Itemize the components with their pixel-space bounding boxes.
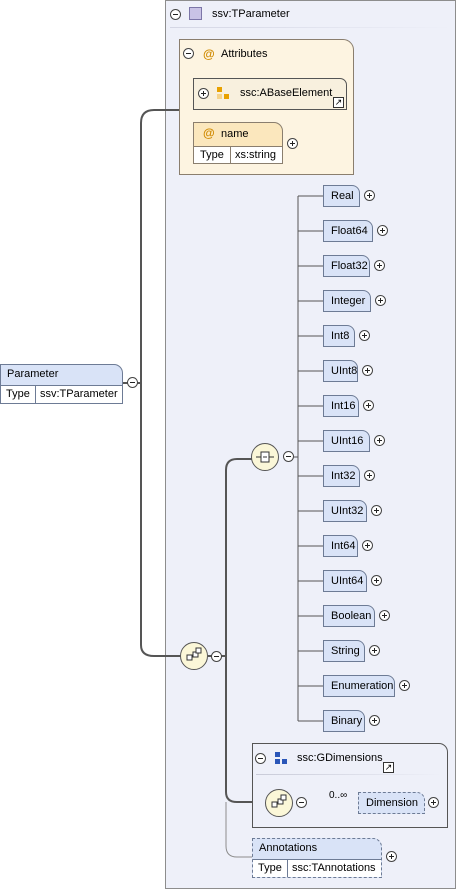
expand-button[interactable] [369, 645, 380, 656]
expand-button[interactable] [362, 365, 373, 376]
expand-button[interactable] [359, 330, 370, 341]
choice-element-uint8[interactable]: UInt8 [323, 360, 358, 382]
choice-element-uint16[interactable]: UInt16 [323, 430, 370, 452]
parameter-type-row [1, 385, 122, 403]
choice-element-string[interactable]: String [323, 640, 365, 662]
type-label: Type [6, 388, 30, 400]
expand-button[interactable] [374, 260, 385, 271]
sequence-collapse-button[interactable] [211, 651, 222, 662]
choice-element-boolean[interactable]: Boolean [323, 605, 375, 627]
dimension-label: Dimension [366, 797, 418, 809]
choice-element-label: Real [331, 190, 354, 202]
choice-element-int8[interactable]: Int8 [323, 325, 355, 347]
choice-collapse-button[interactable] [283, 451, 294, 462]
choice-element-enumeration[interactable]: Enumeration [323, 675, 395, 697]
choice-element-int16[interactable]: Int16 [323, 395, 359, 417]
choice-element-label: Enumeration [331, 680, 394, 692]
expand-button[interactable] [364, 470, 375, 481]
expand-button[interactable] [371, 505, 382, 516]
choice-element-label: UInt16 [331, 435, 364, 447]
choice-element-binary[interactable]: Binary [323, 710, 365, 732]
parameter-collapse-button[interactable] [127, 377, 138, 388]
choice-element-label: Boolean [331, 610, 372, 622]
choice-element-real[interactable]: Real [323, 185, 360, 207]
parameter-divider [35, 385, 36, 403]
complex-type-icon [189, 7, 202, 20]
reference-arrow-icon: ↗ [333, 97, 344, 108]
choice-element-uint64[interactable]: UInt64 [323, 570, 367, 592]
type-label: Type [258, 862, 282, 874]
expand-button[interactable] [364, 190, 375, 201]
expand-button[interactable] [379, 610, 390, 621]
choice-element-float64[interactable]: Float64 [323, 220, 373, 242]
expand-button[interactable] [399, 680, 410, 691]
choice-element-label: Float64 [331, 225, 368, 237]
choice-element-label: Int16 [331, 400, 356, 412]
expand-button[interactable] [374, 435, 385, 446]
type-value: ssv:TParameter [40, 388, 118, 400]
choice-element-label: Integer [331, 295, 366, 307]
type-name: ssv:TParameter [212, 8, 290, 20]
group-sequence-compositor-icon[interactable] [265, 789, 293, 817]
type-value: xs:string [235, 149, 276, 161]
choice-compositor-icon[interactable] [251, 443, 279, 471]
group-divider [256, 774, 442, 775]
sequence-compositor-icon[interactable] [180, 642, 208, 670]
choice-element-label: UInt32 [331, 505, 364, 517]
group-collapse-button[interactable] [255, 753, 266, 764]
name-attribute-label: name [221, 128, 249, 140]
expand-button[interactable] [371, 575, 382, 586]
type-value: ssc:TAnnotations [292, 862, 376, 874]
choice-element-label: UInt8 [331, 365, 358, 377]
expand-button[interactable] [375, 295, 386, 306]
annotations-expand-button[interactable] [386, 851, 397, 862]
type-label: Type [200, 149, 224, 161]
attributes-label: Attributes [221, 48, 268, 60]
choice-element-label: UInt64 [331, 575, 364, 587]
name-attribute-type-row [194, 146, 282, 163]
choice-element-float32[interactable]: Float32 [323, 255, 370, 277]
choice-element-uint32[interactable]: UInt32 [323, 500, 367, 522]
parameter-element[interactable] [0, 364, 123, 404]
expand-button[interactable] [377, 225, 388, 236]
name-expand-button[interactable] [287, 138, 298, 149]
name-attribute[interactable] [193, 122, 283, 164]
expand-button[interactable] [363, 400, 374, 411]
choice-element-label: String [331, 645, 360, 657]
choice-element-label: Int8 [331, 330, 350, 342]
dimension-element[interactable]: Dimension [358, 792, 425, 814]
choice-element-label: Float32 [331, 260, 368, 272]
dimension-expand-button[interactable] [428, 797, 439, 808]
abase-element-label: ssc:ABaseElement [240, 87, 333, 99]
occurrence-label: 0..∞ [329, 790, 348, 801]
annotations-element[interactable] [252, 838, 382, 878]
abase-expand-button[interactable] [198, 88, 209, 99]
type-collapse-button[interactable] [170, 9, 181, 20]
choice-element-label: Int32 [331, 470, 356, 482]
attribute-group-icon [217, 87, 229, 99]
header-divider [170, 27, 453, 28]
annotations-label: Annotations [259, 842, 318, 854]
attributes-collapse-button[interactable] [183, 48, 194, 59]
group-sequence-collapse-button[interactable] [296, 797, 307, 808]
attribute-at-icon: @ [203, 126, 215, 140]
reference-arrow-icon: ↗ [383, 762, 394, 773]
expand-button[interactable] [369, 715, 380, 726]
attribute-at-icon: @ [203, 47, 215, 61]
choice-element-integer[interactable]: Integer [323, 290, 371, 312]
expand-button[interactable] [362, 540, 373, 551]
choice-element-label: Binary [331, 715, 363, 727]
choice-element-int32[interactable]: Int32 [323, 465, 360, 487]
choice-element-label: Int64 [331, 540, 356, 552]
annotations-divider [287, 859, 288, 877]
group-label: ssc:GDimensions [297, 752, 383, 764]
choice-element-int64[interactable]: Int64 [323, 535, 358, 557]
group-icon [275, 752, 287, 765]
annotations-type-row [253, 859, 381, 877]
name-attribute-divider [230, 146, 231, 163]
parameter-label: Parameter [7, 368, 59, 380]
